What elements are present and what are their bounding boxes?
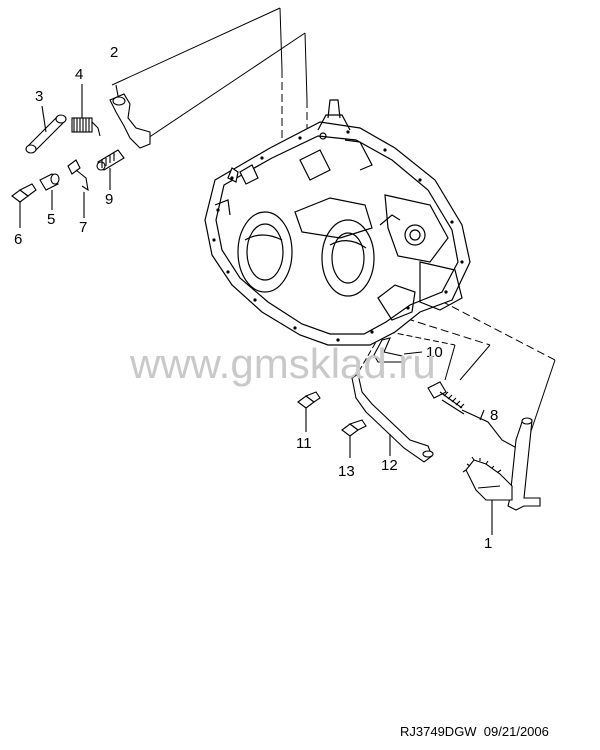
- spring-part-4: [71, 84, 101, 137]
- bolt-part-11: [297, 391, 321, 432]
- callout-9: 9: [105, 191, 113, 208]
- lever-part-12: [351, 373, 434, 463]
- callout-5: 5: [47, 211, 55, 228]
- pin-part-3: [25, 105, 67, 154]
- callout-6: 6: [14, 231, 22, 248]
- bolt-part-13: [341, 419, 367, 458]
- callout-1: 1: [484, 535, 492, 552]
- callout-2: 2: [110, 44, 118, 61]
- callout-labels: 1 2 3 4 5 6 7 8 9 10 11 12 13: [14, 44, 498, 552]
- callout-12: 12: [381, 457, 398, 474]
- shift-fork-part-2: [109, 84, 151, 149]
- watermark-text: www.gmsklad.ru: [129, 340, 436, 387]
- bracket-part-10: [373, 337, 423, 363]
- drawing-code-footer: RJ3749DGW 09/21/2006: [400, 724, 549, 739]
- bolt-part-6: [11, 183, 37, 228]
- callout-8: 8: [490, 407, 498, 424]
- bushing-part-5: [39, 173, 60, 210]
- clip-part-7: [67, 159, 89, 218]
- callout-11: 11: [296, 435, 312, 452]
- selector-lever-part-1: [462, 417, 541, 535]
- rod-part-8: [427, 381, 525, 453]
- callout-13: 13: [338, 463, 355, 480]
- callout-4: 4: [75, 66, 83, 83]
- callout-10: 10: [426, 344, 443, 361]
- transmission-case: [204, 99, 471, 346]
- callout-7: 7: [79, 219, 87, 236]
- callout-3: 3: [35, 88, 43, 105]
- pin-part-9: [96, 149, 125, 190]
